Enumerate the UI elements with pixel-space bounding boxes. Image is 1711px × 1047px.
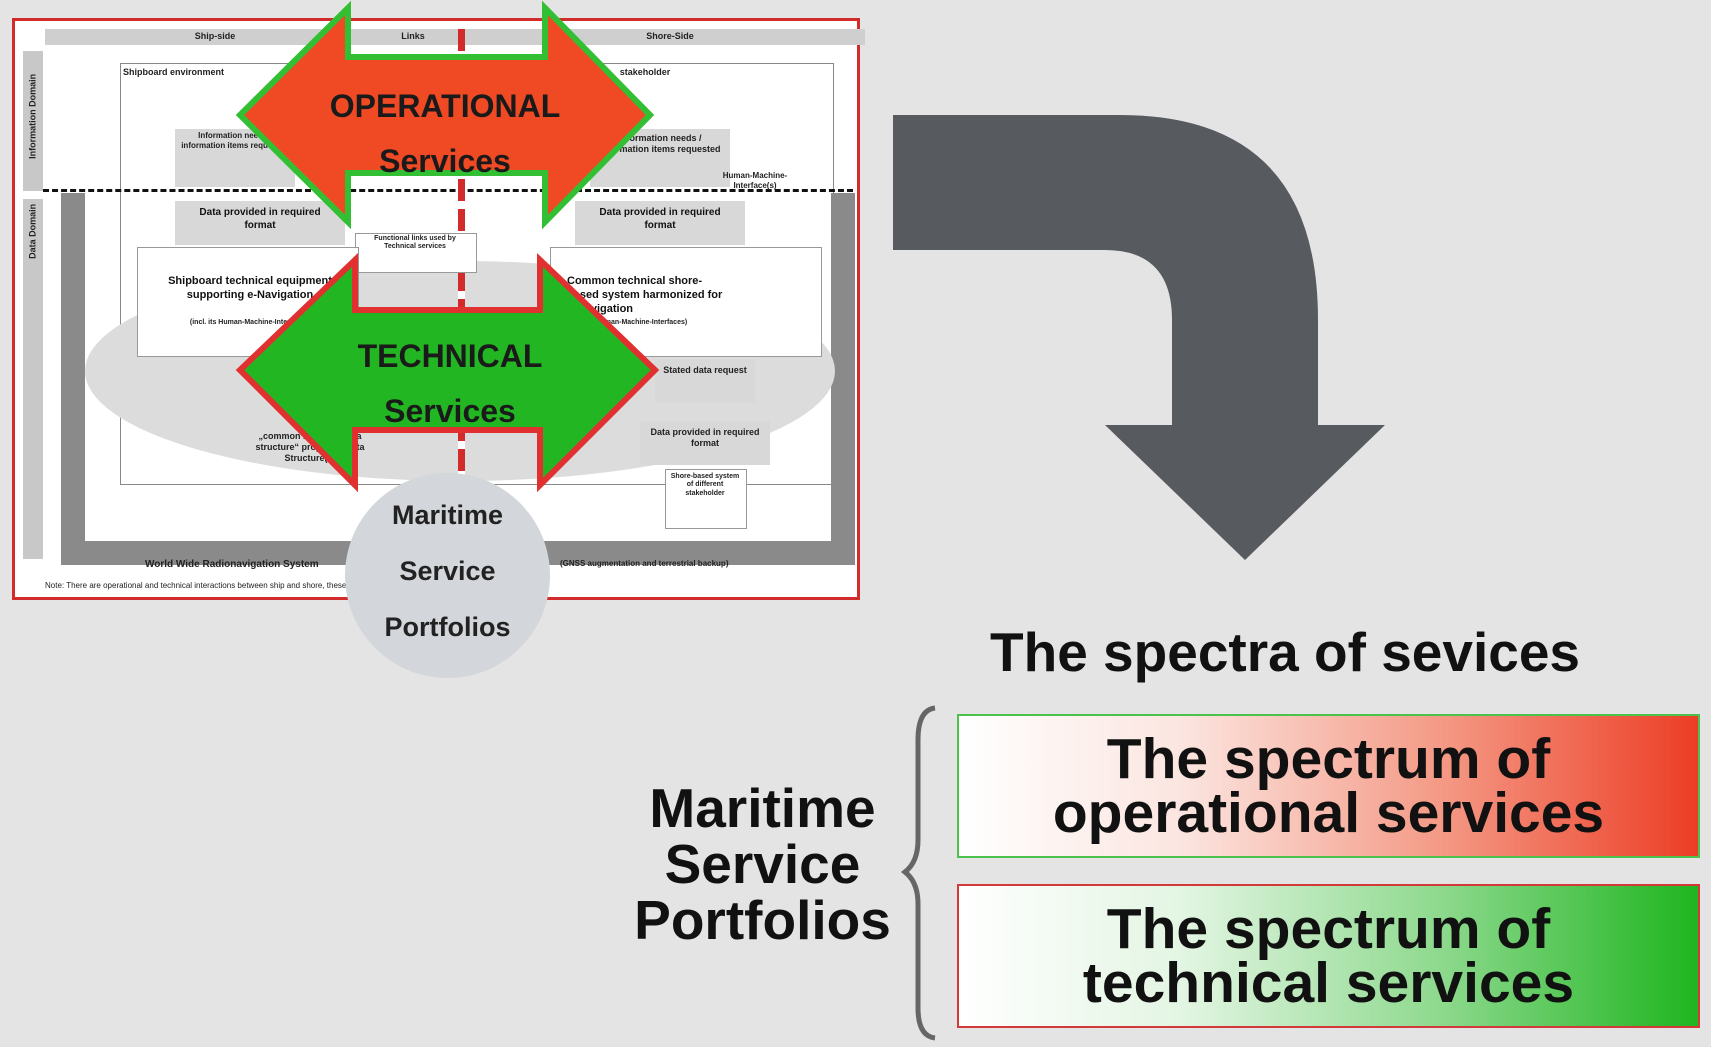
info-requested-right: Information needs / information items re… [599,133,721,154]
stated-data-request-box [655,359,755,403]
shore-side-label: Shore-Side [646,31,694,41]
shipboard-environment-label: Shipboard environment [123,67,225,77]
msp-circle [345,473,550,678]
operational-double-arrow [235,0,655,230]
curved-arrow [893,115,1385,560]
shipboard-equipment-note: (incl. its Human-Machine-Interfaces) [189,319,311,326]
right-pipe [831,193,855,563]
msp-side-maritime: Maritime [649,777,876,839]
wwrns-label: World Wide Radionavigation System [145,559,319,570]
circle-line-maritime: Maritime [391,500,504,530]
common-shore-note: (incl. its Human-Machine-Interfaces) [567,319,688,326]
page-title: The spectra of sevices [990,621,1581,683]
data-provided-right: Data provided in required format [599,207,721,231]
operational-services-label: Services [379,143,511,179]
stakeholder-label: stakeholder [619,67,671,77]
operational-spectrum-line2: operational services [1052,781,1605,845]
functional-links-label: Functional links used by Technical servi… [374,235,456,251]
domain-separator [43,189,853,192]
curly-brace [900,705,936,1041]
figure-note: Note: There are operational and technica… [45,581,518,590]
links-label: Links [401,31,425,41]
msp-side-portfolios: Portfolios [634,889,891,951]
data-provided-lower-box [640,421,770,465]
technical-spectrum-line2: technical services [1082,951,1575,1015]
stated-data-request: Stated data request [663,365,747,375]
shipboard-equipment-label: Shipboard technical equipment supporting… [168,275,332,301]
link-line [458,29,465,549]
header-bar [45,29,865,45]
data-provided-left-box [175,201,345,245]
data-domain-bar [23,199,43,559]
technical-services-label: Services [384,393,516,429]
information-domain-bar [23,51,43,191]
shore-based-system-box [665,469,747,529]
technical-spectrum-box: The spectrum of technical services [957,884,1700,1028]
data-provided-right-box [575,201,745,245]
operational-spectrum-box: The spectrum of operational services [957,714,1700,858]
common-shore-label: Common technical shore-based system harm… [567,275,723,315]
technical-label: TECHNICAL [357,338,543,374]
data-provided-lower: Data provided in required format [650,427,760,448]
gnss-label: (GNSS augmentation and terrestrial backu… [560,559,729,568]
left-pipe [61,193,85,563]
ship-side-label: Ship-side [194,31,236,41]
info-requested-left: Information needs / information items re… [181,131,289,150]
circle-line-portfolios: Portfolios [384,612,511,642]
shore-based-system: Shore-based system of different stakehol… [670,473,740,497]
functional-links-box [355,233,477,273]
msp-side-service: Service [664,833,861,895]
operational-spectrum-line1: The spectrum of [1106,727,1551,791]
technical-double-arrow [235,252,660,493]
technical-spectrum-line1: The spectrum of [1106,897,1551,961]
hmi-label: Human-Machine-Interface(s) [722,171,788,190]
circle-line-service: Service [399,556,496,586]
operational-label: OPERATIONAL [329,88,561,124]
data-provided-left: Data provided in required format [199,207,321,231]
